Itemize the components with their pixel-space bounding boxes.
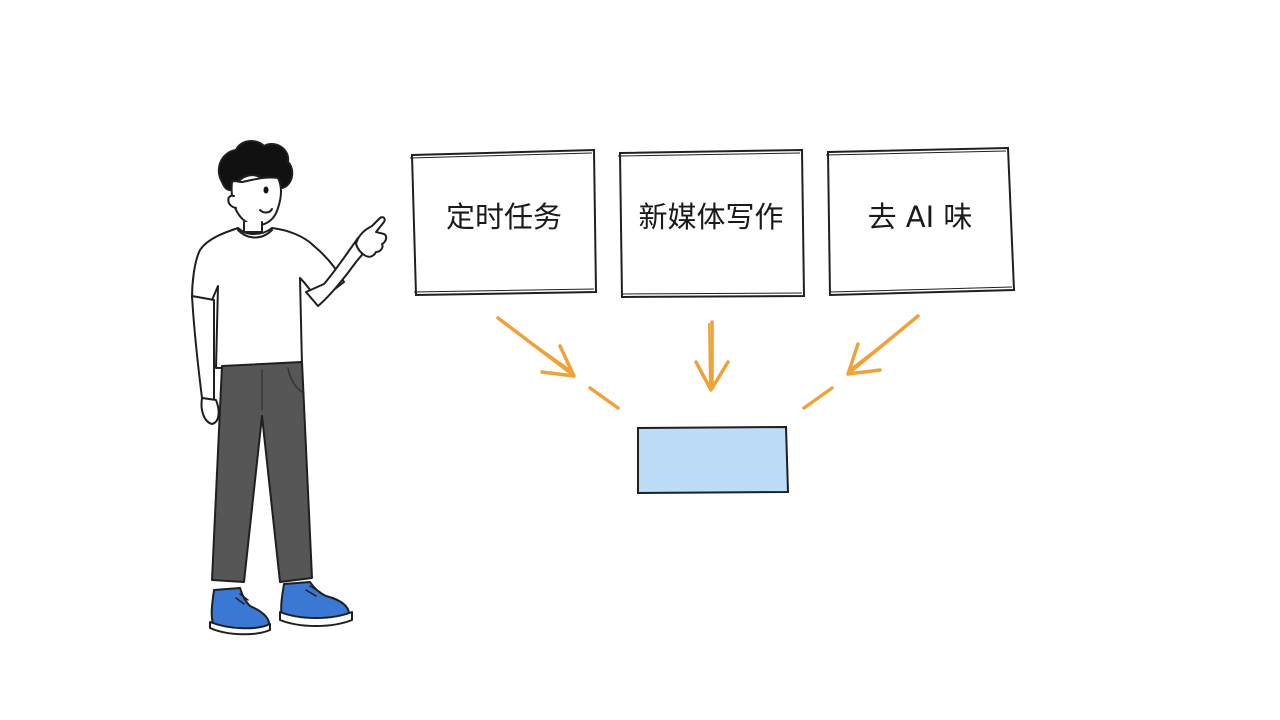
left-hand [200,397,220,425]
neck [243,221,263,233]
input-box-remove-ai-flavor: 去 AI 味 [825,146,1016,297]
left-arm [191,295,216,401]
box-label: 去 AI 味 [868,200,973,234]
arrow-head [540,344,576,378]
arrows [496,314,920,410]
arrow-right [802,314,920,410]
left-shoe-sole [209,621,271,636]
mouth [259,208,273,214]
right-shoe-sole [279,611,353,627]
pointing-hand [355,216,388,258]
arrow-shaft-double [708,323,711,387]
shirt-collar [237,229,273,239]
left-shoe-laces [235,593,249,605]
box-frame-sketch [825,150,1013,293]
ear [227,194,237,209]
pants [211,361,313,583]
right-shoe-laces [305,585,321,597]
arrow-dash [588,386,620,410]
arrow-dash [802,386,834,410]
box-frame [410,148,598,297]
box-label: 新媒体写作 [638,200,783,234]
box-frame [618,148,806,299]
box-frame [826,146,1016,297]
pants-pocket [287,367,303,393]
arrow-middle [694,320,730,392]
arrow-shaft-double [851,319,915,369]
box-frame-sketch [409,152,595,293]
box-frame-sketch [617,152,803,295]
output-box [637,425,790,495]
arrow-left [496,316,620,410]
output-box-frame [637,425,790,495]
eye [263,186,269,194]
head [230,176,282,227]
arrow-shaft-double [501,321,571,371]
person-figure [191,140,388,636]
arrow-head [694,360,730,392]
input-box-scheduled-tasks: 定时任务 [409,148,598,297]
input-box-new-media-writing: 新媒体写作 [617,148,806,299]
box-label: 定时任务 [446,200,562,234]
arrow-head [846,342,882,376]
